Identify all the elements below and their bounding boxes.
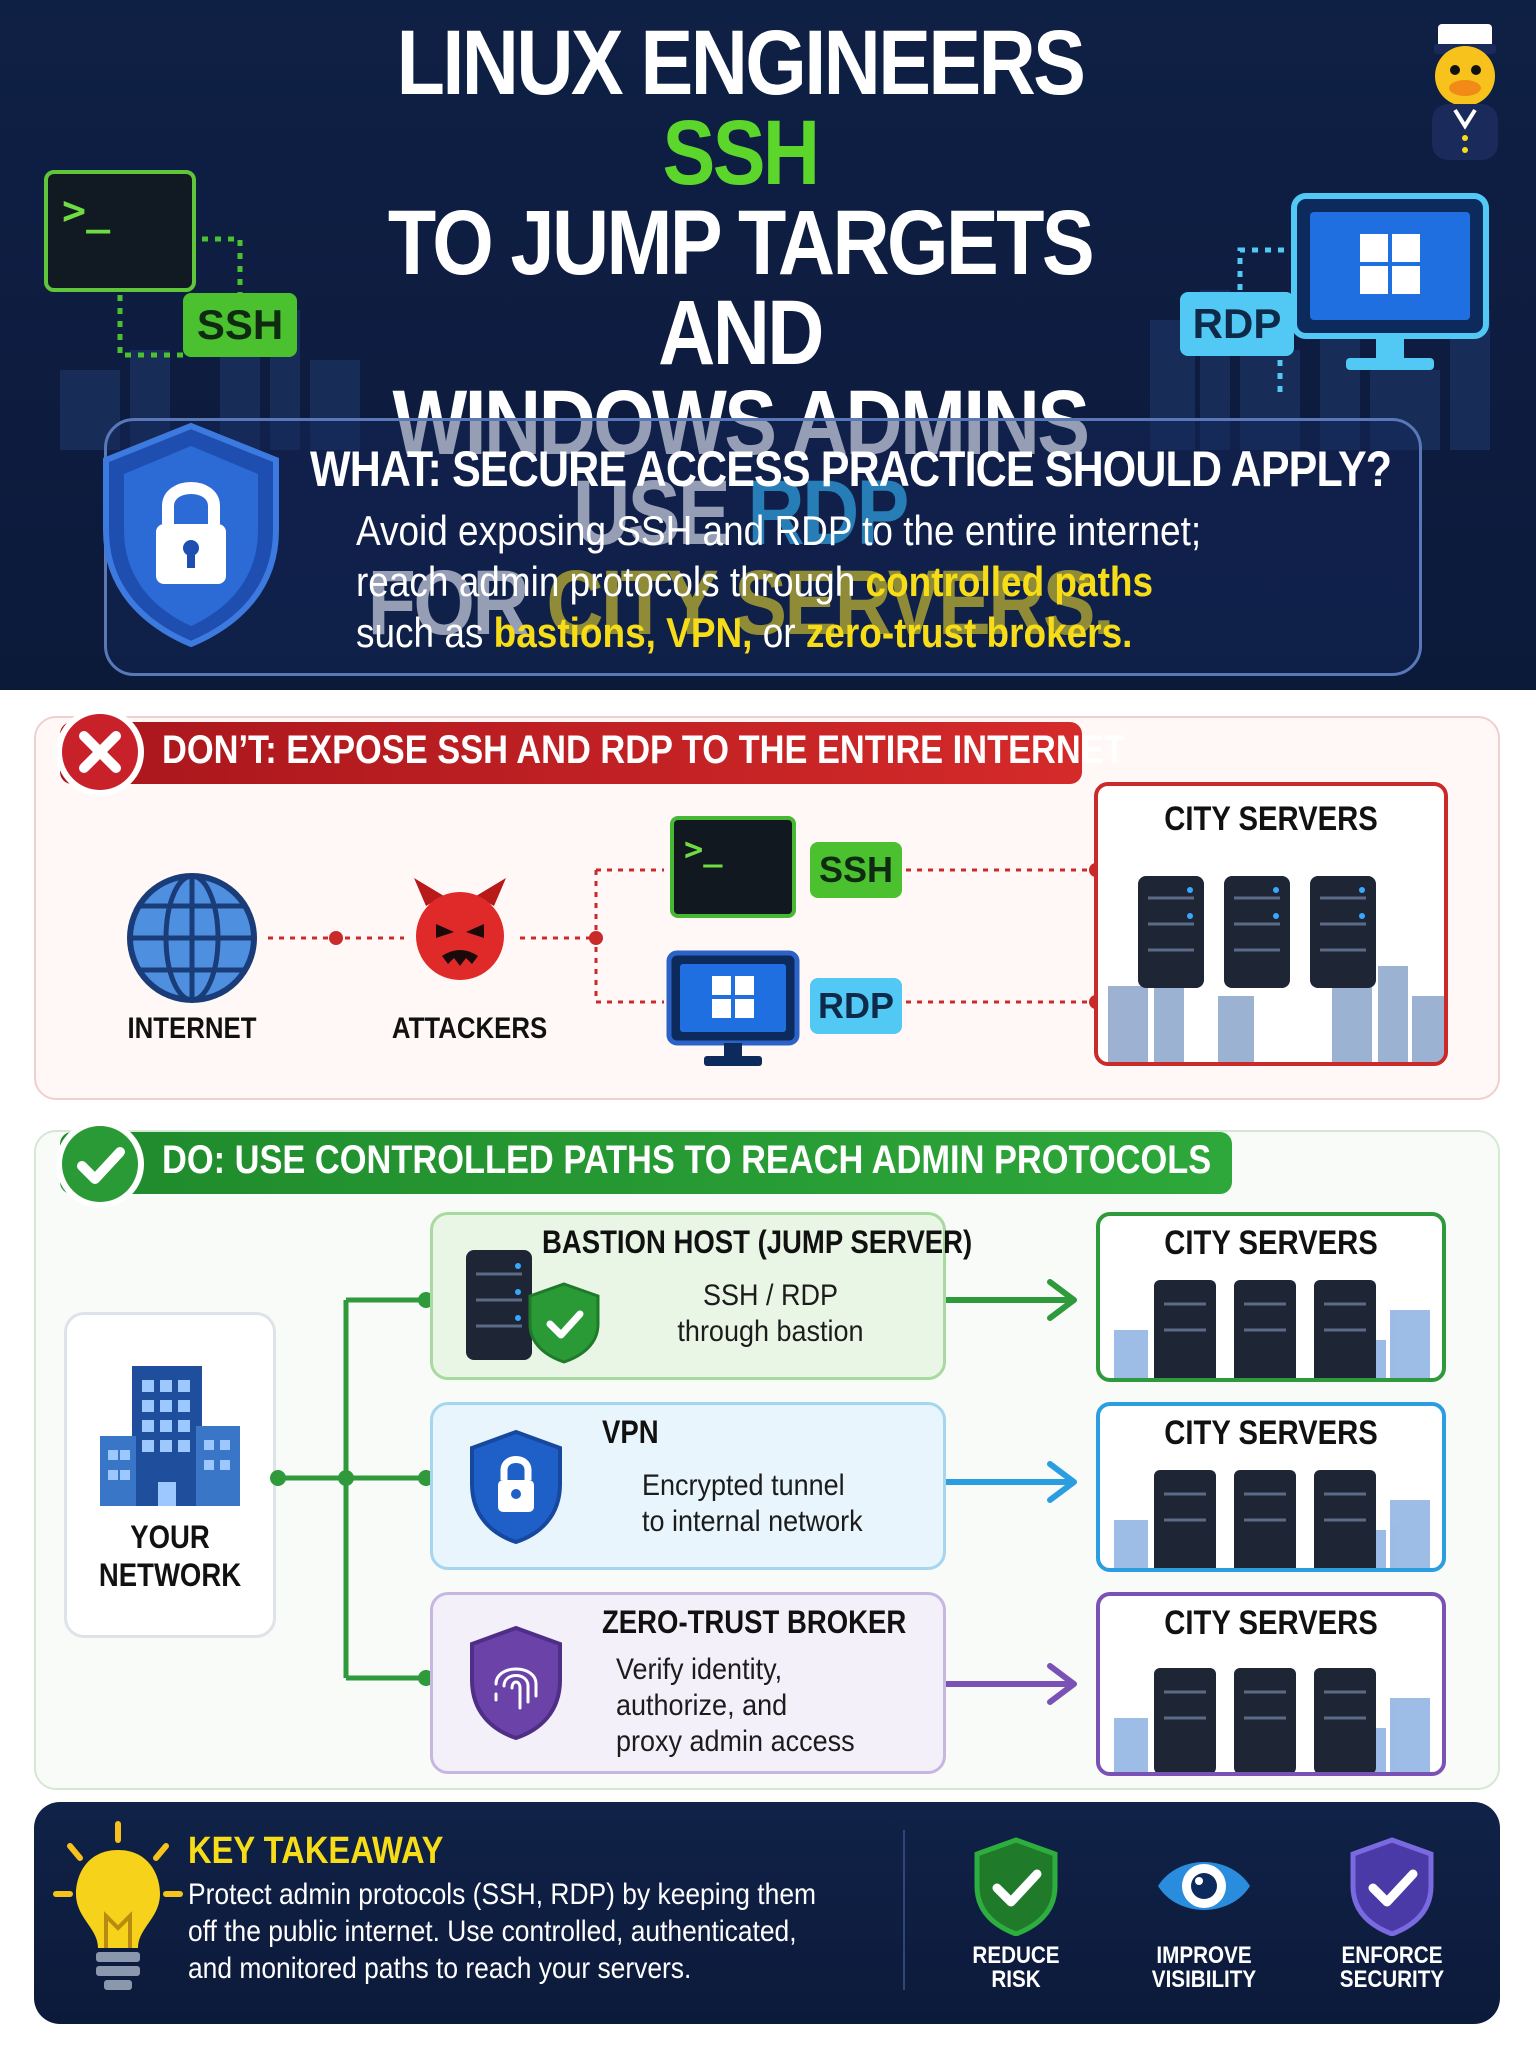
shield-lock-icon (470, 1429, 562, 1545)
zero-trust-desc: Verify identity, authorize, and proxy ad… (616, 1653, 855, 1758)
city-servers-title: CITY SERVERS (1164, 1414, 1378, 1452)
do-banner-text: DO: USE CONTROLLED PATHS TO REACH ADMIN … (162, 1138, 1212, 1182)
server-rack-icon (1114, 1668, 1430, 1772)
city-servers-box: CITY SERVERS (1096, 1592, 1446, 1776)
shield-lock-icon (103, 422, 279, 648)
bastion-title: BASTION HOST (JUMP SERVER) (542, 1224, 973, 1260)
internet-label: INTERNET (127, 1012, 257, 1045)
question-body: Avoid exposing SSH and RDP to the entire… (356, 507, 1202, 656)
bastion-desc: SSH / RDP through bastion (677, 1279, 864, 1348)
attackers-label: ATTACKERS (391, 1012, 548, 1045)
key-takeaway-title: KEY TAKEAWAY (188, 1830, 444, 1872)
badge-reduce-risk: REDUCE RISK (936, 1836, 1096, 1992)
ssh-tag: SSH (810, 842, 902, 898)
header: LINUX ENGINEERS SSH TO JUMP TARGETS AND … (0, 0, 1536, 690)
badge-enforce-security: ENFORCE SECURITY (1312, 1836, 1472, 1992)
fingerprint-shield-icon (470, 1625, 562, 1741)
key-takeaway-body: Protect admin protocols (SSH, RDP) by ke… (188, 1878, 817, 1985)
badge-improve-visibility: IMPROVE VISIBILITY (1124, 1836, 1284, 1992)
badge-label: ENFORCE SECURITY (1339, 1942, 1445, 1993)
rdp-tag: RDP (810, 978, 902, 1034)
city-servers-title: CITY SERVERS (1164, 1604, 1378, 1642)
city-servers-title: CITY SERVERS (1164, 800, 1378, 838)
your-network-label: YOUR NETWORK (98, 1519, 242, 1593)
city-servers-box: CITY SERVERS (1094, 782, 1448, 1066)
shield-check-icon (974, 1837, 1058, 1936)
key-takeaway-footer (34, 1802, 1500, 2024)
city-servers-box: CITY SERVERS (1096, 1212, 1446, 1382)
rdp-connector-lines (1237, 247, 1290, 398)
terminal-icon: >_ (670, 816, 796, 918)
lightbulb-icon (53, 1821, 183, 1990)
terminal-prompt: >_ (684, 830, 723, 868)
sailor-duck-mascot (1432, 24, 1498, 160)
rdp-tag: RDP (1180, 292, 1294, 356)
checkmark-icon (56, 1120, 144, 1208)
ssh-tag: SSH (183, 293, 297, 357)
eye-icon (1158, 1862, 1250, 1910)
globe-icon (127, 873, 257, 1003)
question-box (104, 418, 1422, 676)
do-banner (60, 1132, 1232, 1194)
city-servers-title: CITY SERVERS (1164, 1224, 1378, 1262)
server-rack-icon (1114, 1280, 1430, 1378)
dont-banner-text: DON’T: EXPOSE SSH AND RDP TO THE ENTIRE … (162, 728, 1125, 772)
badge-label: IMPROVE VISIBILITY (1151, 1942, 1257, 1993)
dont-banner (60, 722, 1082, 784)
terminal-prompt: >_ (62, 188, 111, 234)
x-icon (56, 708, 144, 796)
windows-monitor-icon (1291, 193, 1489, 370)
shield-check-icon (1350, 1837, 1434, 1936)
server-rack-icon (1114, 1470, 1430, 1568)
divider (903, 1830, 905, 1990)
question-title: WHAT: SECURE ACCESS PRACTICE SHOULD APPL… (310, 441, 1392, 497)
city-servers-box: CITY SERVERS (1096, 1402, 1446, 1572)
badge-label: REDUCE RISK (972, 1942, 1060, 1993)
vpn-desc: Encrypted tunnel to internal network (642, 1469, 863, 1538)
terminal-icon: >_ (44, 170, 196, 292)
vpn-title: VPN (602, 1414, 659, 1450)
server-shield-check-icon (466, 1250, 600, 1364)
windows-monitor-icon (666, 950, 800, 1066)
office-building-icon (100, 1366, 240, 1506)
attacker-devil-icon (414, 878, 506, 980)
server-rack-icon (1108, 876, 1444, 1062)
zero-trust-title: ZERO-TRUST BROKER (602, 1604, 907, 1640)
page-title: LINUX ENGINEERS SSH TO JUMP TARGETS AND … (367, 12, 1115, 654)
